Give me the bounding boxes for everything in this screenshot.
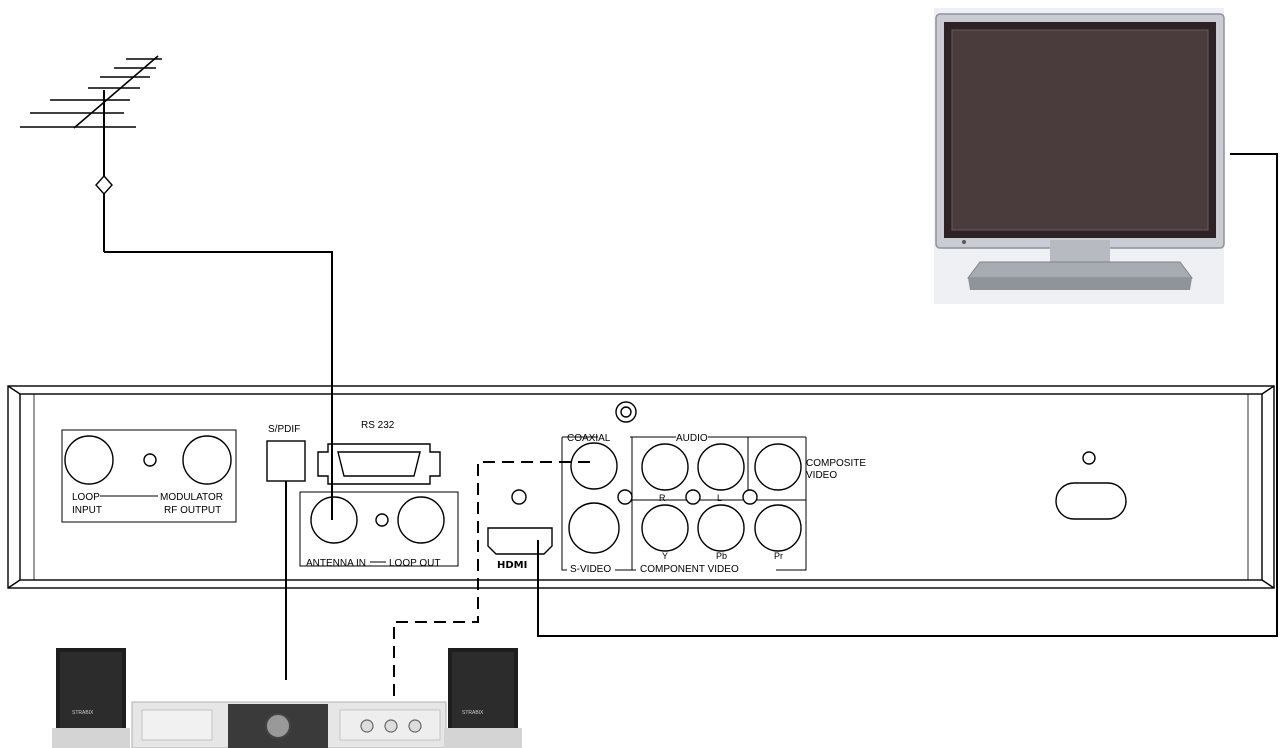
svg-text:STRABIX: STRABIX: [462, 710, 484, 716]
loop-input-label: LOOP: [72, 492, 100, 503]
composite-video-label: COMPOSITE: [806, 458, 866, 469]
loop-input-label-2: INPUT: [72, 505, 102, 516]
coaxial-indicator-dot: [617, 489, 633, 505]
audio-l-jack[interactable]: [697, 443, 745, 491]
component-y-label: Y: [662, 551, 668, 561]
spdif-optical-port[interactable]: [266, 440, 306, 482]
component-y-jack[interactable]: [641, 504, 689, 552]
hdmi-cable: [537, 153, 1278, 637]
antenna-cable: [104, 251, 333, 520]
loop-input-jack[interactable]: [64, 435, 114, 485]
coaxial-label: COAXIAL: [567, 433, 611, 444]
audio-r-jack[interactable]: [641, 443, 689, 491]
hdmi-port[interactable]: [487, 527, 553, 555]
coaxial-audio-cable: [393, 461, 590, 712]
audio-r-label: R: [659, 493, 666, 503]
antenna-in-label: ANTENNA IN: [306, 558, 366, 569]
component-pr-jack[interactable]: [754, 504, 802, 552]
rs232-port[interactable]: [317, 443, 441, 485]
antenna-in-jack[interactable]: [310, 496, 358, 544]
loop-out-label: LOOP OUT: [389, 558, 441, 569]
audio-label: AUDIO: [676, 433, 708, 444]
antenna-loop-group: [299, 491, 459, 567]
antenna-indicator-dot: [375, 513, 389, 527]
rf-indicator-dot: [143, 453, 157, 467]
antenna-icon: [20, 55, 162, 252]
hdmi-logo: HDMI: [497, 560, 527, 571]
audio-l-label: L: [717, 493, 722, 503]
power-socket[interactable]: [1055, 482, 1127, 520]
spdif-label: S/PDIF: [268, 424, 300, 435]
television-icon: [934, 8, 1225, 304]
s-video-port[interactable]: [568, 502, 620, 554]
audio-indicator-dot-1: [685, 489, 701, 505]
rf-output-label: MODULATOR: [160, 492, 223, 503]
s-video-label: S-VIDEO: [570, 564, 611, 575]
svg-text:STRABIX: STRABIX: [72, 710, 94, 716]
loop-out-jack[interactable]: [397, 496, 445, 544]
audio-indicator-dot-2: [742, 489, 758, 505]
rf-output-label-2: RF OUTPUT: [164, 505, 221, 516]
composite-video-jack[interactable]: [754, 443, 802, 491]
power-indicator-dot: [1082, 451, 1096, 465]
component-pb-label: Pb: [716, 551, 727, 561]
audio-system-icon: STRABIX STRABIX: [52, 648, 522, 748]
coaxial-jack[interactable]: [570, 442, 618, 490]
composite-video-label-2: VIDEO: [806, 470, 837, 481]
rf-modulator-group: [61, 429, 237, 523]
hdmi-indicator-dot: [511, 489, 527, 505]
component-pr-label: Pr: [774, 551, 783, 561]
component-video-label: COMPONENT VIDEO: [640, 564, 739, 575]
rs232-label: RS 232: [361, 420, 395, 431]
rf-output-jack[interactable]: [182, 435, 232, 485]
component-pb-jack[interactable]: [697, 504, 745, 552]
